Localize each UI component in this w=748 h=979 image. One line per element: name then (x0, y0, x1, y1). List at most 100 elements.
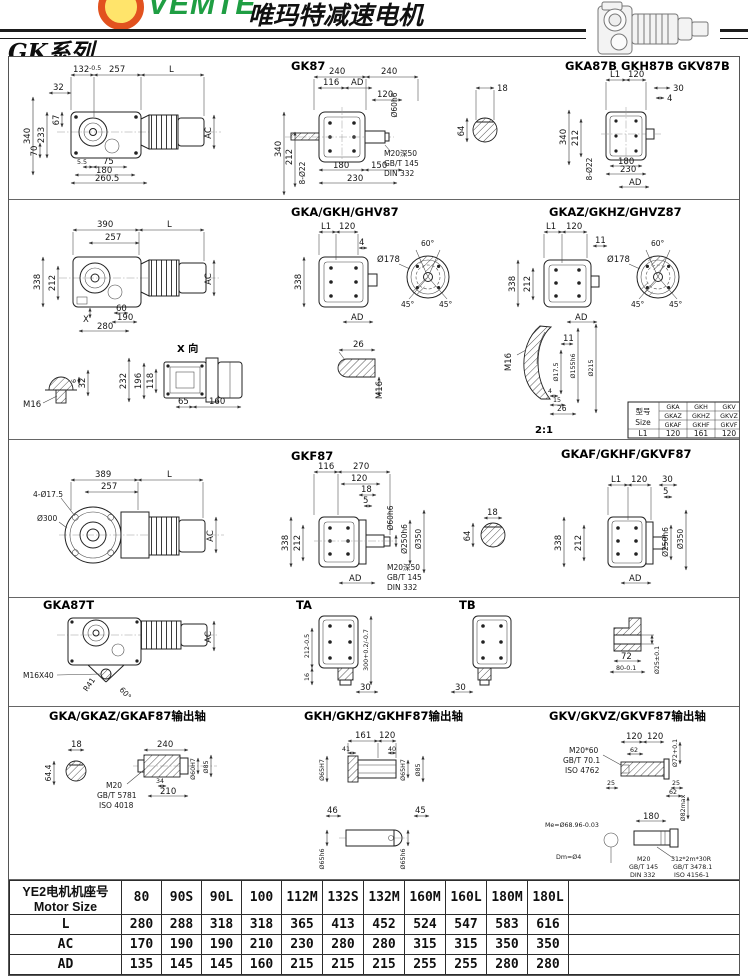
table-cell: 145 (201, 954, 242, 975)
gk87-side-view: 132 -0.5 257 L 32 340 233 67 70 5.5 75 1… (23, 65, 221, 185)
table-cell: 215 (322, 954, 364, 975)
dim-label: 11 (595, 236, 606, 246)
note-label: GB/T 70.1 (563, 756, 600, 765)
gkv-output-shaft: GKV/GKVZ/GKVF87输出轴 M20*60 GB/T 70.1 ISO … (545, 709, 712, 879)
dim-label: Ø178 (607, 254, 630, 265)
table-header-cell: 160L (445, 880, 487, 915)
table-cell: 350 (527, 934, 569, 955)
dim-label: Ø17.5 (552, 363, 560, 382)
row-label: AC (9, 934, 122, 955)
shaft-end-detail: 26 M16 (337, 340, 385, 399)
dim-label: 64 (457, 126, 467, 137)
dim-label: R41 (81, 676, 97, 693)
dim-label: L1 (610, 70, 620, 80)
motor-size-label-en: Motor Size (33, 900, 98, 914)
brand-logo-icon (98, 0, 144, 30)
dim-label: AC (204, 127, 214, 139)
dim-label: AC (204, 273, 214, 285)
hub-section-detail: M16 11 Ø17.5 Ø155h6 Ø215 4 15 26 2:1 (504, 323, 598, 436)
dim-label: Ø300 (37, 514, 57, 523)
dim-label: 389 (95, 470, 111, 480)
drawing-title: GKA87B GKH87B GKV87B (565, 59, 730, 73)
table-header: 型号 (636, 407, 651, 416)
section-output-shafts: GKA/GKAZ/GKAF87输出轴 18 64.4 240 34 210 M2… (9, 709, 739, 880)
dim-label: 240 (157, 740, 173, 750)
table-cell: 452 (363, 914, 405, 935)
dim-label: 116 (318, 462, 334, 472)
dim-label: 120 (647, 732, 663, 742)
dim-label: 233 (37, 127, 47, 143)
brand-name: 唯玛特减速电机 (248, 3, 424, 30)
dim-label: 338 (281, 535, 291, 551)
dim-label: 212 (523, 276, 533, 292)
l1-size-table: 型号 Size GKA GKH GKV GKAZ GKHZ GKVZ GKAF … (627, 401, 739, 439)
dim-label: 67 (52, 115, 62, 126)
table-cell: 190 (201, 934, 242, 955)
dim-label: 18 (71, 740, 82, 750)
dim-label: Ø178 (377, 254, 400, 265)
gka-flange-view: 60° 45° 45° Ø178 (377, 239, 453, 309)
dim-label: 62 (630, 747, 638, 754)
dim-label: L (167, 220, 172, 230)
drawing-title: GKA/GKH/GHV87 (291, 205, 399, 219)
table-cell: GKHZ (692, 413, 711, 420)
table-header-cell: 90L (201, 880, 242, 915)
angle-label: 45° (631, 300, 645, 309)
dim-label: 257 (105, 233, 121, 243)
dim-label: 340 (274, 141, 284, 157)
dim-label: Ø85 (414, 764, 422, 777)
thread-label: M16X40 (23, 671, 54, 680)
gk87-front-view: GK87 240 240 116 AD 120 Ø60h6 340 212 8-… (274, 59, 419, 196)
dim-label: 46 (327, 806, 338, 816)
dim-label: 180 (618, 157, 634, 167)
note-label: Me=Ø68.96-0.03 (545, 821, 599, 829)
dim-label: 25 (672, 780, 680, 787)
dim-label: AD (351, 313, 364, 323)
note-label: ISO 4018 (99, 801, 134, 810)
dim-label: Ø250h6 (661, 527, 670, 557)
dim-label: Ø25±0.1 (653, 646, 661, 674)
dim-label: 212 (293, 535, 303, 551)
dim-label: 30 (455, 683, 466, 693)
table-cell: 255 (445, 954, 487, 975)
dim-label: 64 (463, 531, 473, 542)
dim-label: 230 (620, 165, 636, 175)
dim-label: 118 (146, 373, 156, 389)
drawing-title: GKA87T (43, 598, 94, 612)
angle-label: 60° (651, 239, 665, 248)
note-label: GB/T 145 (384, 159, 419, 168)
table-cell: GKAZ (664, 413, 682, 420)
dim-label: Ø65h6 (399, 849, 407, 870)
dim-label: AD (351, 78, 364, 88)
section-gk87: 132 -0.5 257 L 32 340 233 67 70 5.5 75 1… (9, 59, 739, 200)
dim-label: AD (629, 574, 642, 584)
dim-label: 5.5 (77, 159, 87, 166)
dim-label: 5 (363, 496, 368, 506)
angle-label: 45° (439, 300, 453, 309)
table-cell: GKAF (665, 422, 682, 429)
dim-label: 116 (323, 78, 339, 88)
dim-tolerance: -0.5 (89, 65, 101, 72)
gka-output-shaft: GKA/GKAZ/GKAF87输出轴 18 64.4 240 34 210 M2… (44, 709, 217, 810)
gearbox-photo (586, 0, 720, 57)
dim-label: Ø85 (202, 761, 210, 774)
note-label: Dm=Ø4 (556, 853, 581, 861)
gkh-output-shaft: GKH/GKHZ/GKHF87输出轴 161 120 41 40 Ø65H7 Ø… (304, 709, 463, 869)
gk87b-front-view: GKA87B GKH87B GKV87B L1 120 30 4 340 212… (559, 59, 730, 189)
drawing-title: GK87 (291, 59, 325, 73)
table-cell: 280 (363, 934, 405, 955)
motor-size-label-cn: YE2电机机座号 (22, 885, 109, 899)
dim-label: 338 (554, 535, 564, 551)
table-filler-cell (568, 880, 739, 915)
note-label: M20深50 (384, 149, 417, 158)
table-row: AC 170 190 190 210 230 280 280 315 315 3… (9, 934, 739, 955)
table-cell: 160 (241, 954, 282, 975)
dim-label: 340 (559, 129, 569, 145)
note-label: M20深50 (387, 563, 420, 572)
dim-label: 150 (371, 161, 387, 171)
dim-label: L (167, 470, 172, 480)
drawing-title: GKAZ/GKHZ/GHVZ87 (549, 205, 682, 219)
note-label: ISO 4762 (565, 766, 600, 775)
drawing-title: TB (459, 598, 476, 612)
dim-label: 18 (487, 508, 498, 518)
